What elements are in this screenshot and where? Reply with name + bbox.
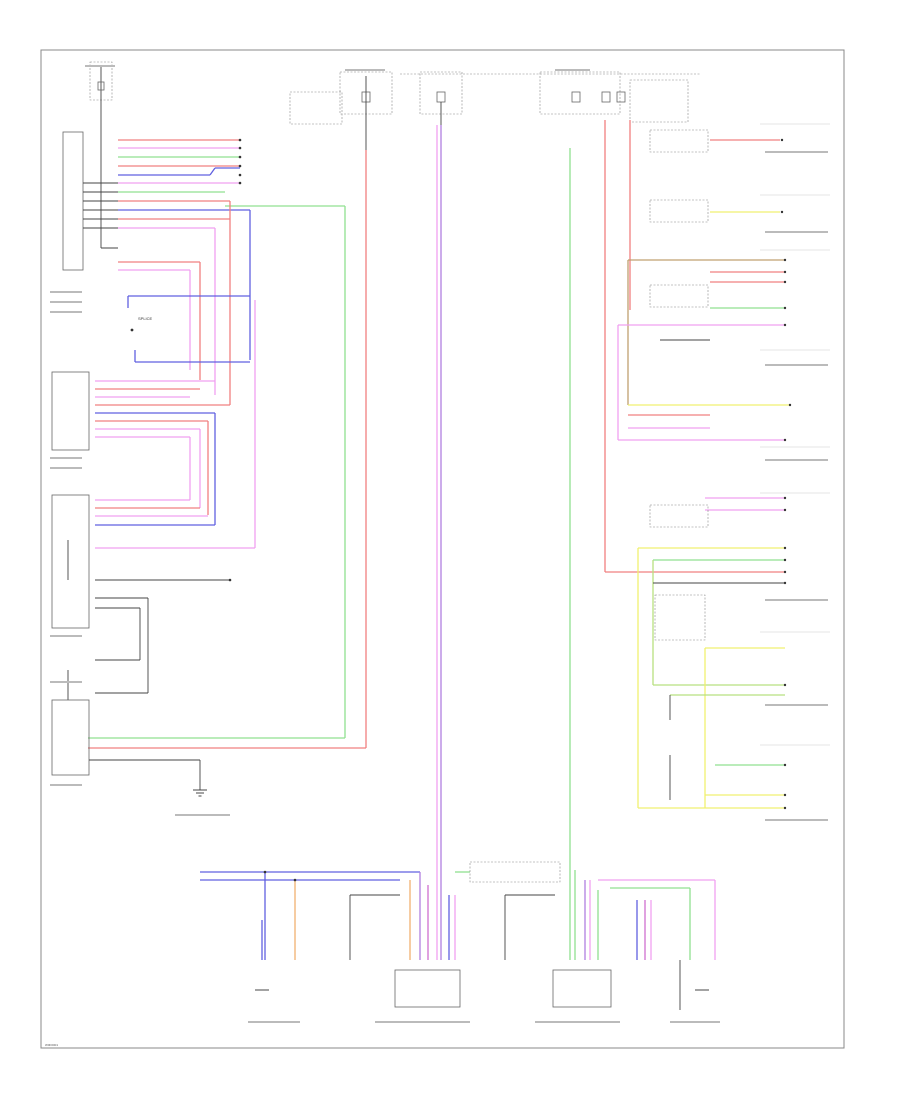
fuse-block-right [539, 71, 689, 123]
footer-code: W0F0001 [45, 1043, 58, 1047]
fuse-block-center-left [289, 71, 393, 150]
module2-vertical-returns [189, 413, 216, 525]
right-upper-harness [604, 120, 790, 573]
bottom-right-harness [455, 148, 716, 1010]
center-violet-trunk [436, 102, 442, 960]
central-electronic-module-connector [62, 131, 84, 271]
right-side-terminals [780, 138, 792, 810]
blue-splice-loop: SPLICE [127, 295, 250, 363]
driver-door-module-connector [51, 494, 255, 700]
fuse-block-left [89, 61, 113, 101]
diagram-border [40, 49, 845, 1049]
audio-module-connector [51, 371, 230, 451]
unreadable-label-marks [50, 65, 828, 1023]
left-upper-pins [238, 138, 242, 185]
left-vertical-harness [189, 201, 256, 548]
right-section-titles [760, 123, 830, 746]
connector-left-stubs [83, 98, 118, 249]
left-upper-wire-bundle [118, 139, 250, 271]
driver-switch-module [51, 699, 207, 797]
right-side-dashed-components [649, 129, 709, 641]
svg-text:SPLICE: SPLICE [138, 316, 153, 321]
bottom-left-harness [200, 870, 461, 1008]
right-lower-harness [637, 497, 785, 809]
